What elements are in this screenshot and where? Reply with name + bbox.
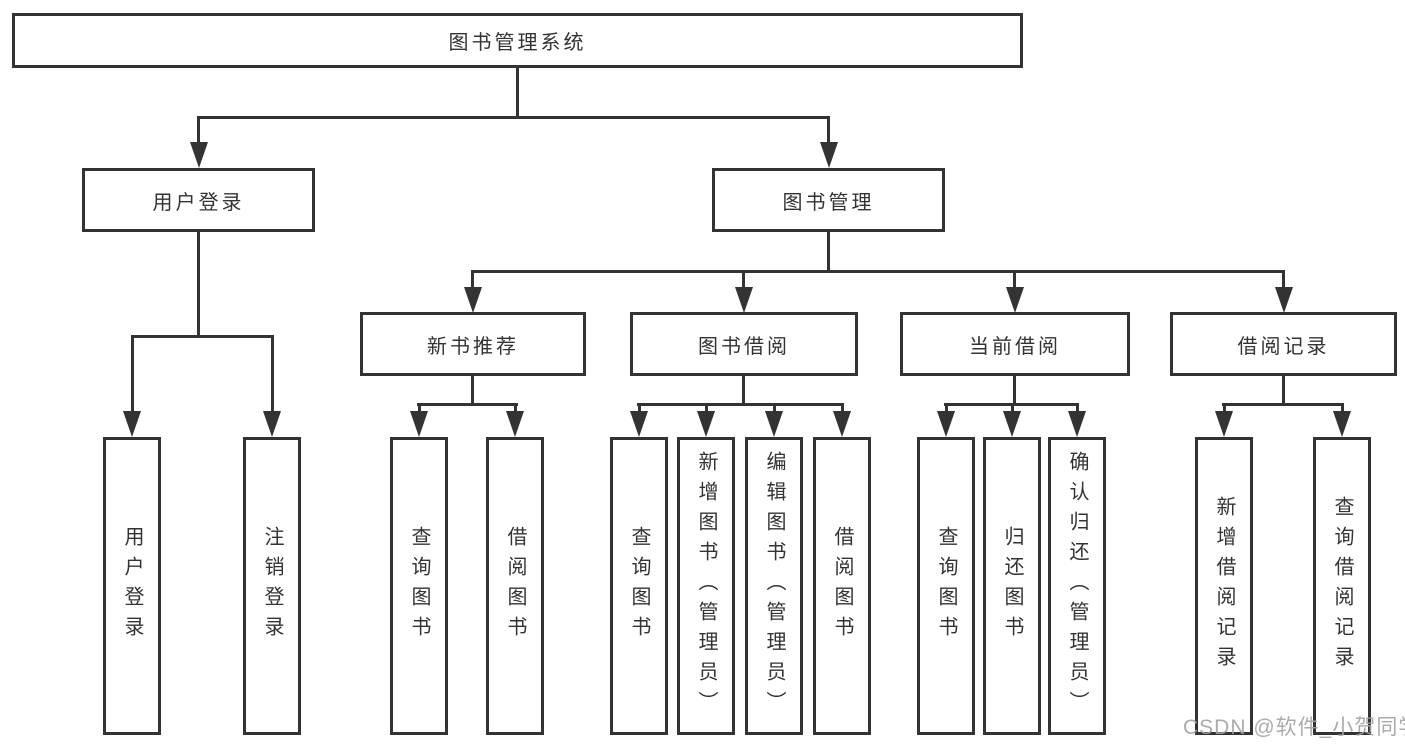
leaf-current-confirm-return-admin: 确认归还（管理员） — [1048, 437, 1106, 735]
leaf-records-add-borrow-record-label: 新增借阅记录 — [1213, 496, 1235, 676]
leaf-borrowing-borrow-books: 借阅图书 — [813, 437, 871, 735]
connector-book-mgmt-branch — [471, 270, 1285, 273]
connector-current-stub-3 — [1076, 405, 1079, 413]
node-book-borrowing: 图书借阅 — [630, 312, 858, 376]
arrow-to-book-management — [820, 142, 838, 168]
arrow-to-leaf-user-login — [123, 411, 141, 437]
arrow-to-records-add-record — [1215, 411, 1233, 437]
connector-records-stub-2 — [1341, 405, 1344, 413]
arrow-to-borrowing-edit-books — [765, 411, 783, 437]
connector-records-stem — [1282, 376, 1285, 406]
leaf-current-return-books-label: 归还图书 — [1001, 526, 1023, 646]
connector-user-login-stem — [197, 232, 200, 338]
connector-borrowing-stem — [742, 376, 745, 406]
arrow-to-current-confirm-return — [1068, 411, 1086, 437]
connector-records-stub-1 — [1223, 405, 1226, 413]
leaf-current-return-books: 归还图书 — [983, 437, 1041, 735]
connector-user-login-drop-1 — [131, 335, 134, 413]
leaf-records-query-borrow-record: 查询借阅记录 — [1313, 437, 1371, 735]
node-borrowing-records: 借阅记录 — [1170, 312, 1397, 376]
connector-root-drop-left — [197, 116, 200, 144]
leaf-records-add-borrow-record: 新增借阅记录 — [1195, 437, 1253, 735]
arrow-to-new-book-recommend — [464, 287, 482, 313]
leaf-current-confirm-return-admin-label: 确认归还（管理员） — [1066, 451, 1088, 721]
node-book-management: 图书管理 — [712, 168, 945, 232]
connector-recommend-stub-2 — [514, 405, 517, 413]
connector-user-login-branch — [131, 335, 274, 338]
node-current-borrowing-label: 当前借阅 — [969, 335, 1061, 358]
leaf-current-query-books: 查询图书 — [917, 437, 975, 735]
arrow-to-current-query-books — [937, 411, 955, 437]
leaf-borrowing-query-books: 查询图书 — [610, 437, 668, 735]
leaf-records-query-borrow-record-label: 查询借阅记录 — [1331, 496, 1353, 676]
leaf-current-query-books-label: 查询图书 — [935, 526, 957, 646]
node-borrowing-records-label: 借阅记录 — [1237, 335, 1330, 358]
node-book-management-label: 图书管理 — [782, 191, 875, 214]
leaf-recommend-borrow-books-label: 借阅图书 — [504, 526, 526, 646]
connector-book-mgmt-stub-2 — [742, 270, 745, 290]
node-new-book-recommend-label: 新书推荐 — [427, 335, 519, 358]
leaf-borrowing-borrow-books-label: 借阅图书 — [831, 526, 853, 646]
node-root-label: 图书管理系统 — [448, 32, 587, 54]
connector-recommend-stem — [471, 376, 474, 406]
arrow-to-borrowing-records — [1275, 287, 1293, 313]
node-root: 图书管理系统 — [12, 13, 1023, 68]
leaf-borrowing-edit-books-admin: 编辑图书（管理员） — [745, 437, 803, 735]
connector-current-stub-1 — [945, 405, 948, 413]
connector-borrowing-stub-3 — [773, 405, 776, 413]
leaf-recommend-borrow-books: 借阅图书 — [486, 437, 544, 735]
arrow-to-current-return-books — [1003, 411, 1021, 437]
node-user-login: 用户登录 — [82, 168, 315, 232]
leaf-borrowing-add-books-admin-label: 新增图书（管理员） — [695, 451, 717, 721]
connector-current-branch — [944, 403, 1079, 406]
leaf-borrowing-add-books-admin: 新增图书（管理员） — [677, 437, 735, 735]
leaf-borrowing-edit-books-admin-label: 编辑图书（管理员） — [763, 451, 785, 721]
leaf-logout: 注销登录 — [243, 437, 301, 735]
node-book-borrowing-label: 图书借阅 — [698, 335, 790, 358]
connector-records-branch — [1222, 403, 1344, 406]
connector-book-mgmt-stem — [827, 232, 830, 273]
leaf-borrowing-query-books-label: 查询图书 — [628, 526, 650, 646]
node-user-login-label: 用户登录 — [152, 191, 245, 214]
arrow-to-book-borrowing — [735, 287, 753, 313]
leaf-logout-label: 注销登录 — [261, 526, 283, 646]
leaf-recommend-query-books: 查询图书 — [390, 437, 448, 735]
connector-book-mgmt-stub-1 — [471, 270, 474, 290]
connector-user-login-drop-2 — [271, 335, 274, 413]
connector-root-drop-right — [827, 116, 830, 144]
arrow-to-borrowing-borrow-books — [833, 411, 851, 437]
arrow-to-borrowing-add-books — [697, 411, 715, 437]
arrow-to-leaf-logout — [263, 411, 281, 437]
connector-borrowing-stub-2 — [705, 405, 708, 413]
leaf-recommend-query-books-label: 查询图书 — [408, 526, 430, 646]
connector-borrowing-stub-1 — [638, 405, 641, 413]
connector-borrowing-branch — [637, 403, 844, 406]
connector-current-stem — [1013, 376, 1016, 406]
arrow-to-user-login — [190, 142, 208, 168]
arrow-to-records-query-record — [1333, 411, 1351, 437]
connector-recommend-branch — [417, 403, 518, 406]
connector-root-stem — [516, 68, 519, 119]
arrow-to-recommend-borrow-books — [506, 411, 524, 437]
node-current-borrowing: 当前借阅 — [900, 312, 1130, 376]
connector-book-mgmt-stub-4 — [1282, 270, 1285, 290]
node-new-book-recommend: 新书推荐 — [360, 312, 586, 376]
connector-root-branch — [197, 116, 830, 119]
connector-borrowing-stub-4 — [841, 405, 844, 413]
csdn-watermark: CSDN @软件_小贺同学 — [1183, 716, 1405, 739]
connector-current-stub-2 — [1011, 405, 1014, 413]
arrow-to-borrowing-query-books — [630, 411, 648, 437]
leaf-user-login: 用户登录 — [103, 437, 161, 735]
leaf-user-login-label: 用户登录 — [121, 526, 143, 646]
arrow-to-current-borrowing — [1006, 287, 1024, 313]
arrow-to-recommend-query-books — [410, 411, 428, 437]
connector-book-mgmt-stub-3 — [1013, 270, 1016, 290]
connector-recommend-stub-1 — [418, 405, 421, 413]
